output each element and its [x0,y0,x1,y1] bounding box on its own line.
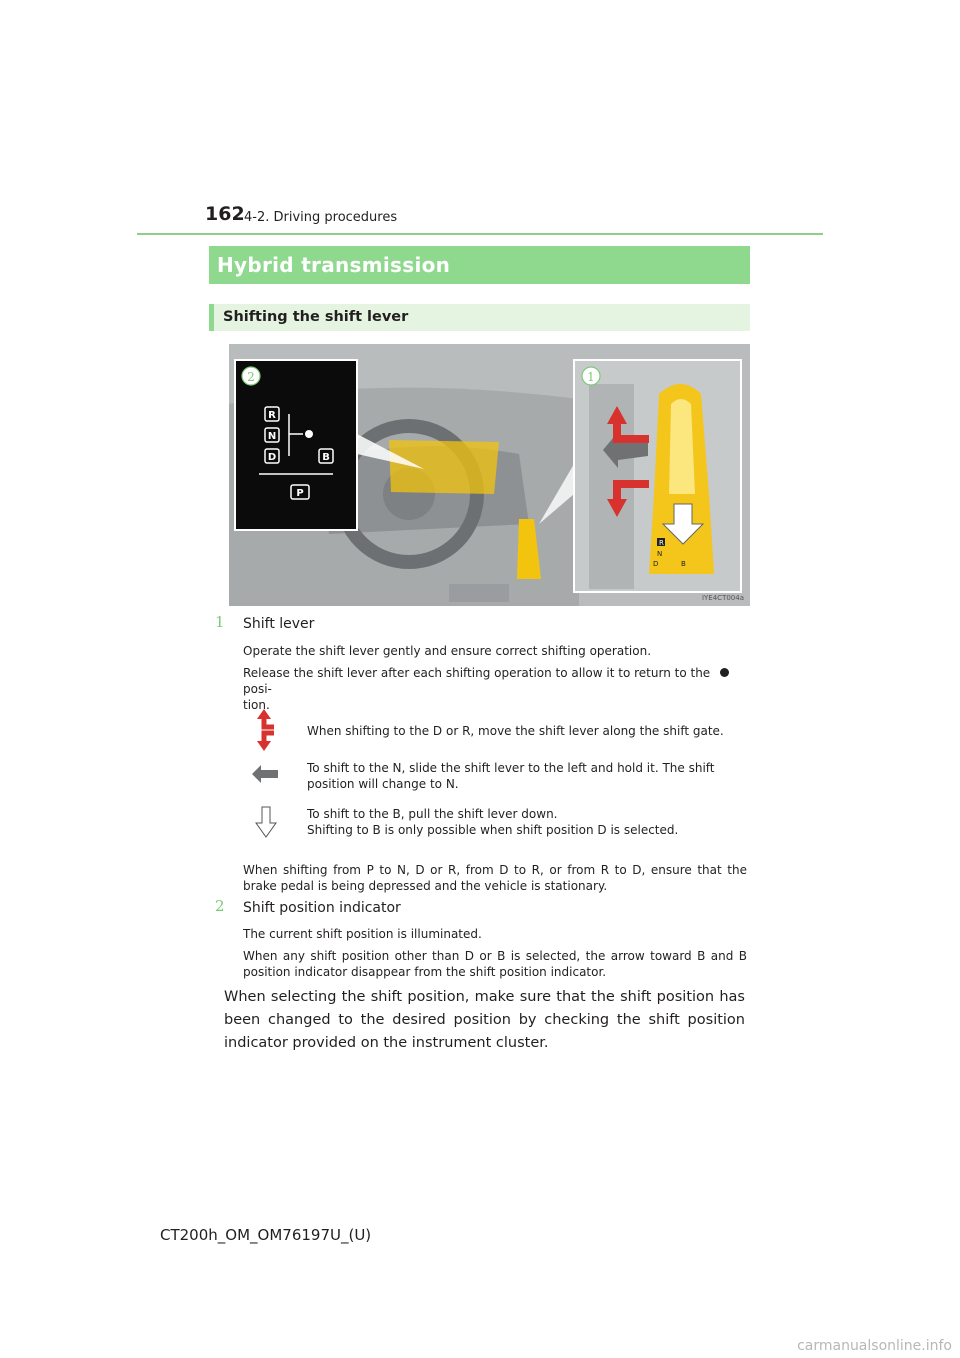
highlighted-cluster [389,440,499,494]
indicator-letter-p: P [296,488,303,499]
return-text-tail: tion. [243,698,270,712]
lever-letter-r: R [659,539,664,547]
callout-2: 2 [247,370,255,384]
shift-lever-illustration: R N D B P R N D B 2 1 IYE4CT004a [229,344,750,606]
indicator-description: The current shift position is illuminate… [243,927,482,941]
page-title: Hybrid transmission [217,253,451,277]
item-number-1: 1 [215,613,225,631]
indicator-letter-d: D [268,452,276,463]
left-arrow-icon [252,765,282,783]
indicator-letter-b: B [322,452,330,463]
item-description-return: Release the shift lever after each shift… [243,665,749,713]
header-divider [137,233,823,235]
item-description: Operate the shift lever gently and ensur… [243,644,652,658]
watermark: carmanualsonline.info [797,1338,952,1354]
highlighted-lever-small [517,519,541,579]
return-text: Release the shift lever after each shift… [243,666,711,680]
indicator-letter-n: N [268,431,276,442]
lever-letter-d: D [653,560,658,568]
page-number: 162 [205,203,245,225]
brake-note: When shifting from P to N, D or R, from … [243,863,747,893]
dashboard-drawing: R N D B P R N D B 2 1 [229,344,750,606]
legend-text-down: To shift to the B, pull the shift lever … [307,807,558,821]
subsection-title: Shifting the shift lever [223,309,409,325]
item-title-shift-lever: Shift lever [243,616,315,632]
lever-letter-b: B [681,560,686,568]
indicator-letter-r: R [268,410,276,421]
footer-code: CT200h_OM_OM76197U_(U) [160,1226,372,1244]
item-title-indicator: Shift position indicator [243,900,401,916]
indicator-description-2: When any shift position other than D or … [243,949,747,979]
home-position-icon [720,668,730,677]
section-title: 4-2. Driving procedures [244,210,398,225]
down-arrow-icon [255,806,285,838]
down-arrow-drawing [661,503,705,545]
subsection-bar: Shifting the shift lever [209,304,750,331]
page-title-bar: Hybrid transmission [209,246,750,284]
figure-code: IYE4CT004a [701,594,744,602]
return-text-end: posi- [243,682,272,696]
up-down-arrow-icon [250,709,280,751]
lever-letter-n: N [657,550,662,558]
body-paragraph: When selecting the shift position, make … [224,989,745,1051]
item-number-2: 2 [215,897,225,915]
legend-text-up-down: When shifting to the D or R, move the sh… [307,724,724,738]
callout-1: 1 [587,370,595,384]
indicator-inset [234,359,358,531]
legend-text-down-note: Shifting to B is only possible when shif… [307,823,679,837]
legend-text-left: To shift to the N, slide the shift lever… [307,761,715,791]
